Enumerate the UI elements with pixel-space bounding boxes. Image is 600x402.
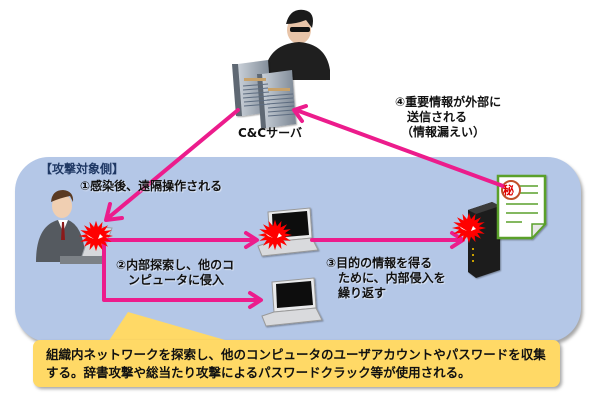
step-3-line: ために、内部侵入を: [326, 271, 446, 285]
malware-eye: [86, 234, 94, 239]
step-3-label: ③目的の情報を得る ために、内部侵入を 繰り返す: [326, 256, 446, 301]
explanation-line: する。辞書攻撃や総当たり攻撃によるパスワードクラック等が使用される。: [46, 365, 471, 380]
malware-eye: [277, 233, 282, 238]
secret-document-icon: [496, 174, 547, 240]
malware-icon: [258, 219, 292, 251]
step-4-line: 送信される: [395, 110, 468, 124]
step-4-line: ④重要情報が外部に: [395, 95, 502, 109]
attacker-icon: [265, 9, 330, 80]
malware-eye: [265, 233, 273, 238]
malware-body: [258, 219, 292, 251]
step-2-line: ンピュータに侵入: [116, 273, 225, 287]
target-server-icon: [468, 202, 500, 278]
malware-body: [79, 220, 113, 252]
step-4-line: （情報漏えい）: [395, 125, 486, 139]
step-2-line: ②内部探索し、他のコ: [116, 258, 235, 272]
arrows: [102, 104, 505, 309]
malware-eye: [98, 234, 103, 239]
target-side-label: 【攻撃対象側】: [40, 162, 125, 176]
step-3-line: ③目的の情報を得る: [326, 256, 433, 270]
arrow-cc-to-user: [106, 108, 240, 220]
explanation-text: 組織内ネットワークを探索し、他のコンピュータのユーザアカウントやパスワードを収集…: [46, 346, 546, 382]
arrowhead-cc-to-user: [104, 202, 124, 222]
arrowhead-user-to-laptop: [244, 231, 259, 249]
malware-icon: [79, 220, 113, 252]
laptop-icon: [261, 277, 323, 327]
explanation-line: 組織内ネットワークを探索し、他のコンピュータのユーザアカウントやパスワードを収集: [46, 347, 546, 362]
malware-body: [452, 212, 486, 244]
step-1-label: ①感染後、遠隔操作される: [80, 179, 222, 194]
step-1-line: ①感染後、遠隔操作される: [80, 179, 223, 193]
malware-eye: [471, 226, 476, 231]
malware-eye: [459, 226, 467, 231]
arrow-user-to-laptop2: [102, 238, 262, 302]
step-2-label: ②内部探索し、他のコ ンピュータに侵入: [116, 258, 234, 288]
malware-icon: [452, 212, 486, 244]
arrow-doc-to-cc: [294, 108, 505, 188]
step-3-line: 繰り返す: [326, 286, 387, 300]
step-4-label: ④重要情報が外部に 送信される （情報漏えい）: [395, 95, 501, 140]
cc-server-icon: [232, 60, 296, 128]
secret-mark: 秘: [503, 184, 514, 197]
cc-server-label: C&Cサーバ: [238, 126, 302, 140]
explanation-callout: [33, 340, 560, 387]
arrowhead-doc-to-cc: [292, 104, 308, 123]
arrowhead-user-to-laptop2: [248, 291, 263, 309]
